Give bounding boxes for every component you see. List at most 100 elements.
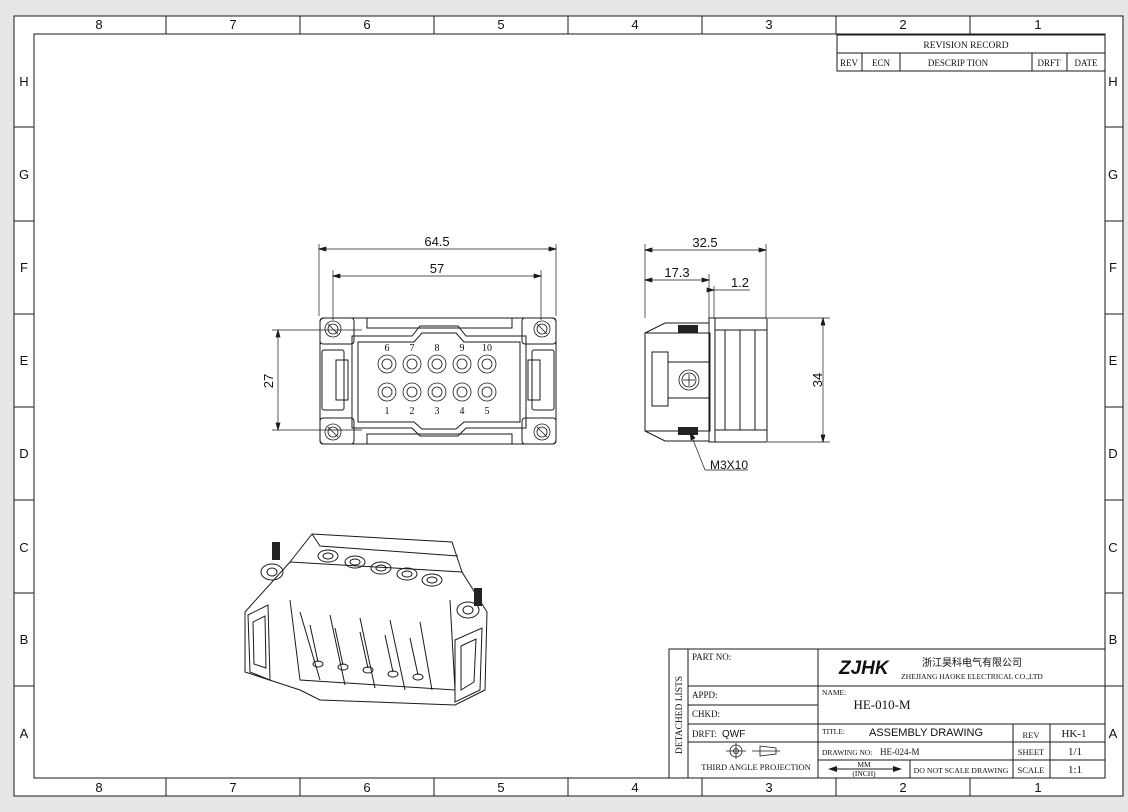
title-value: ASSEMBLY DRAWING — [869, 727, 983, 739]
dimension-side-depth — [643, 244, 768, 318]
dim-label-side-height: 34 — [810, 373, 825, 387]
zone-row-e-left: E — [20, 353, 29, 368]
front-housing — [319, 317, 557, 445]
dim-label-side-partial: 17.3 — [664, 265, 689, 280]
zone-row-f-right: F — [1109, 260, 1117, 275]
sheet-label: SHEET — [1018, 747, 1045, 757]
pin-label-8: 8 — [435, 343, 440, 354]
company-name-chinese: 浙江昊科电气有限公司 — [922, 656, 1022, 669]
part-no-label: PART NO: — [692, 652, 731, 662]
drft-label: DRFT: — [692, 729, 717, 739]
units-arrow — [828, 766, 902, 772]
zone-col-6-top: 6 — [363, 17, 370, 32]
dimension-plate-thickness — [706, 286, 750, 318]
zone-col-8-top: 8 — [95, 17, 102, 32]
zone-row-d-right: D — [1108, 446, 1117, 461]
side-view: 32.5 17.3 1.2 34 — [643, 235, 830, 472]
company-name-english: ZHEJIANG HAOKE ELECTRICAL CO.,LTD — [901, 672, 1043, 681]
zone-col-3-bottom: 3 — [765, 780, 772, 795]
pin-label-2: 2 — [410, 406, 415, 417]
revision-record-table: REVISION RECORD REV ECN DESCRIP TION DRF… — [836, 34, 1106, 72]
screw-callout-label: M3X10 — [710, 458, 748, 472]
zone-col-3-top: 3 — [765, 17, 772, 32]
front-view: 64.5 57 27 — [261, 234, 558, 445]
side-housing — [644, 317, 768, 443]
dimension-mount-width — [331, 270, 543, 320]
dim-label-mount-width: 57 — [430, 261, 444, 276]
zone-col-6-bottom: 6 — [363, 780, 370, 795]
company-logo: ZJHK — [838, 658, 890, 679]
pin-label-3: 3 — [435, 406, 440, 417]
zone-col-2-top: 2 — [899, 17, 906, 32]
drawing-no-value: HE-024-M — [880, 747, 920, 757]
zone-col-5-bottom: 5 — [497, 780, 504, 795]
zone-row-b-right: B — [1109, 632, 1118, 647]
pin-label-5: 5 — [485, 406, 490, 417]
scale-value: 1:1 — [1068, 764, 1082, 776]
pin-label-10: 10 — [482, 343, 492, 354]
side-screws — [678, 325, 698, 435]
zone-col-1-top: 1 — [1034, 17, 1041, 32]
zone-col-7-bottom: 7 — [229, 780, 236, 795]
zone-col-1-bottom: 1 — [1034, 780, 1041, 795]
zone-col-4-top: 4 — [631, 17, 638, 32]
inner-border — [33, 33, 1106, 779]
pin-label-6: 6 — [385, 343, 390, 354]
dimension-front-height — [272, 328, 362, 432]
scale-label: SCALE — [1018, 765, 1045, 775]
zone-row-h-right: H — [1108, 74, 1117, 89]
pin-label-4: 4 — [460, 406, 465, 417]
name-value: HE-010-M — [853, 697, 910, 712]
pin-label-1: 1 — [385, 406, 390, 417]
zone-row-g-right: G — [1108, 167, 1118, 182]
name-label: NAME: — [822, 688, 846, 697]
front-corner-screws — [324, 320, 551, 441]
drawing-no-label: DRAWING NO: — [822, 748, 872, 757]
no-scale-note: DO NOT SCALE DRAWING — [914, 766, 1009, 775]
dim-label-overall-width: 64.5 — [424, 234, 449, 249]
pin-label-9: 9 — [460, 343, 465, 354]
revision-header-ecn: ECN — [872, 58, 891, 68]
projection-label: THIRD ANGLE PROJECTION — [701, 762, 811, 772]
zone-col-5-top: 5 — [497, 17, 504, 32]
sheet-value: 1/1 — [1068, 746, 1082, 758]
units-inch: (INCH) — [852, 769, 876, 778]
side-ground-screw — [678, 369, 700, 391]
rev-label: REV — [1023, 730, 1041, 740]
zone-row-c-right: C — [1108, 540, 1117, 555]
revision-header-rev: REV — [840, 58, 859, 68]
detached-lists-label: DETACHED LISTS — [675, 676, 685, 754]
dimension-side-height — [768, 316, 830, 444]
dimension-overall-width — [317, 244, 558, 316]
dim-label-side-depth: 32.5 — [692, 235, 717, 250]
screw-leader — [689, 430, 748, 471]
zone-row-g-left: G — [19, 167, 29, 182]
title-block: DETACHED LISTS PART NO: APPD: CHKD: DRFT… — [668, 648, 1106, 779]
zone-ticks — [14, 16, 1123, 796]
revision-header-date: DATE — [1075, 58, 1098, 68]
zone-row-e-right: E — [1109, 353, 1118, 368]
revision-header-description: DESCRIP TION — [928, 58, 989, 68]
pin-label-7: 7 — [410, 343, 415, 354]
revision-header-drft: DRFT — [1037, 58, 1061, 68]
units-mm: MM — [857, 760, 871, 769]
chkd-label: CHKD: — [692, 709, 720, 719]
dimension-side-partial — [643, 274, 711, 318]
drft-value: QWF — [722, 729, 745, 740]
third-angle-projection-symbol — [726, 743, 780, 759]
dim-label-front-height: 27 — [261, 374, 276, 388]
zone-row-d-left: D — [19, 446, 28, 461]
appd-label: APPD: — [692, 690, 718, 700]
zone-row-h-left: H — [19, 74, 28, 89]
zone-col-2-bottom: 2 — [899, 780, 906, 795]
dim-label-plate-thickness: 1.2 — [731, 275, 749, 290]
zone-col-8-bottom: 8 — [95, 780, 102, 795]
rev-value: HK-1 — [1061, 728, 1086, 740]
isometric-threaded-screws — [272, 542, 482, 606]
zone-row-b-left: B — [20, 632, 29, 647]
zone-row-c-left: C — [19, 540, 28, 555]
front-pin-contacts — [377, 354, 497, 402]
zone-row-a-left: A — [20, 726, 29, 741]
